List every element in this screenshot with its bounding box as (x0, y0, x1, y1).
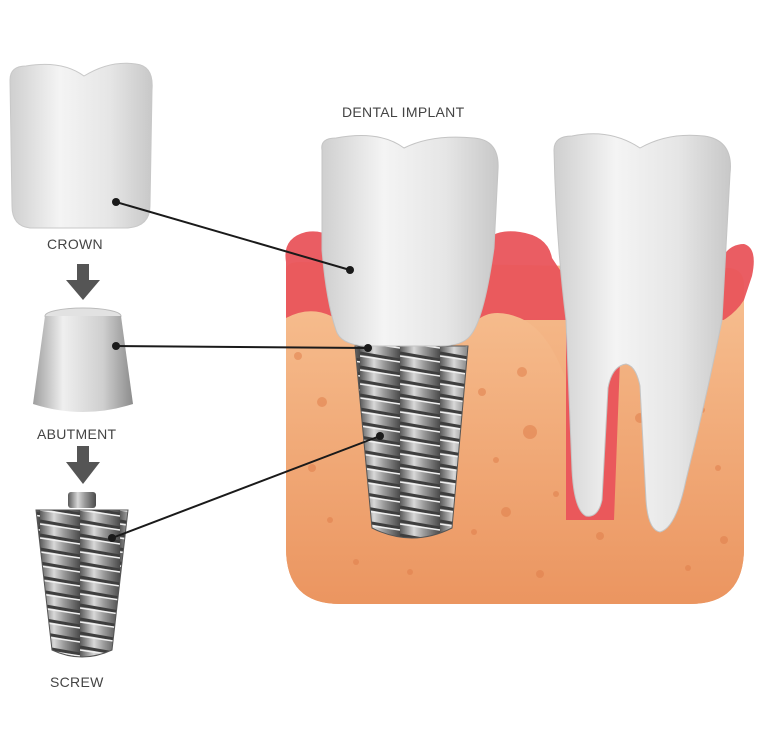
down-arrow-icon (66, 446, 100, 484)
crown-icon (9, 62, 153, 229)
screw-icon (35, 492, 129, 658)
diagram-title: DENTAL IMPLANT (342, 104, 465, 120)
leader-lines (111, 201, 381, 539)
implant-crown (321, 135, 499, 347)
implant-screw (354, 345, 469, 539)
bone-texture (294, 352, 728, 578)
natural-tooth (553, 133, 731, 533)
crown-label: CROWN (47, 236, 103, 252)
jaw-section (285, 133, 754, 604)
abutment-icon (33, 307, 133, 412)
abutment-label: ABUTMENT (37, 426, 117, 442)
screw-label: SCREW (50, 674, 104, 690)
down-arrow-icon (66, 264, 100, 300)
leader-points (108, 198, 384, 542)
